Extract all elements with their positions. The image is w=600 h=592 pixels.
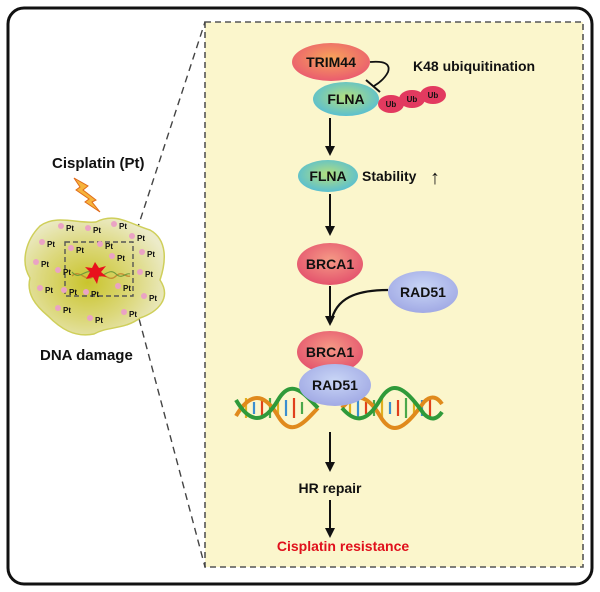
ub-label: Ub: [407, 95, 418, 104]
flna-top-label: FLNA: [327, 91, 364, 107]
flna-node-mid: [298, 160, 358, 192]
pt-marker: Pt: [117, 254, 125, 263]
pt-marker: Pt: [47, 240, 55, 249]
brca1-node-bottom: [297, 331, 363, 373]
cisplatin-resistance-label: Cisplatin resistance: [277, 538, 409, 554]
pt-marker: Pt: [63, 306, 71, 315]
rad51-bottom-label: RAD51: [312, 377, 358, 393]
ub-label: Ub: [386, 100, 397, 109]
pt-marker: Pt: [63, 268, 71, 277]
dna-damage-label: DNA damage: [40, 347, 133, 364]
brca1-bottom-label: BRCA1: [306, 344, 354, 360]
lightning-bolt-icon: [73, 177, 101, 213]
pt-marker: Pt: [66, 224, 74, 233]
pt-markers: Pt Pt Pt Pt Pt Pt Pt Pt Pt Pt Pt Pt Pt P…: [33, 221, 157, 325]
pt-marker: Pt: [45, 286, 53, 295]
arrow-rad51-recruit: [329, 288, 389, 323]
rad51-side-label: RAD51: [400, 284, 446, 300]
rad51-node-side: [388, 271, 458, 313]
pt-marker: Pt: [123, 284, 131, 293]
pt-marker: Pt: [137, 234, 145, 243]
ub-bead: [378, 95, 404, 113]
nucleus-dna-strand: [71, 271, 131, 277]
pt-marker: Pt: [93, 226, 101, 235]
flna-mid-label: FLNA: [309, 168, 346, 184]
trim44-node: [292, 43, 370, 81]
ub-bead: [420, 86, 446, 104]
brca1-top-label: BRCA1: [306, 256, 354, 272]
pt-marker: Pt: [95, 316, 103, 325]
pt-marker: Pt: [76, 246, 84, 255]
drug-label: Cisplatin (Pt): [52, 155, 145, 172]
ub-label: Ub: [428, 91, 439, 100]
hr-repair-label: HR repair: [298, 480, 362, 496]
rad51-node-bottom: [299, 364, 371, 406]
pt-marker: Pt: [129, 310, 137, 319]
pt-marker: Pt: [41, 260, 49, 269]
pt-marker: Pt: [145, 270, 153, 279]
trim44-label: TRIM44: [306, 54, 356, 70]
pt-marker: Pt: [91, 290, 99, 299]
zoom-line-bottom: [132, 295, 206, 568]
zoom-line-top: [132, 21, 206, 243]
stability-label: Stability: [362, 168, 417, 184]
damage-burst-icon: [85, 262, 107, 284]
ub-bead: [399, 90, 425, 108]
pt-marker: Pt: [147, 250, 155, 259]
ubiquitination-label: K48 ubiquitination: [413, 58, 535, 74]
inhibition-line: [369, 60, 390, 87]
pt-marker: Pt: [105, 242, 113, 251]
stability-up-arrow: ↑: [430, 167, 440, 189]
inhibition-bar: [365, 79, 381, 93]
pt-marker: Pt: [69, 288, 77, 297]
pt-marker: Pt: [119, 222, 127, 231]
brca1-node-top: [297, 243, 363, 285]
flna-node-top: [313, 82, 379, 116]
pt-marker: Pt: [149, 294, 157, 303]
